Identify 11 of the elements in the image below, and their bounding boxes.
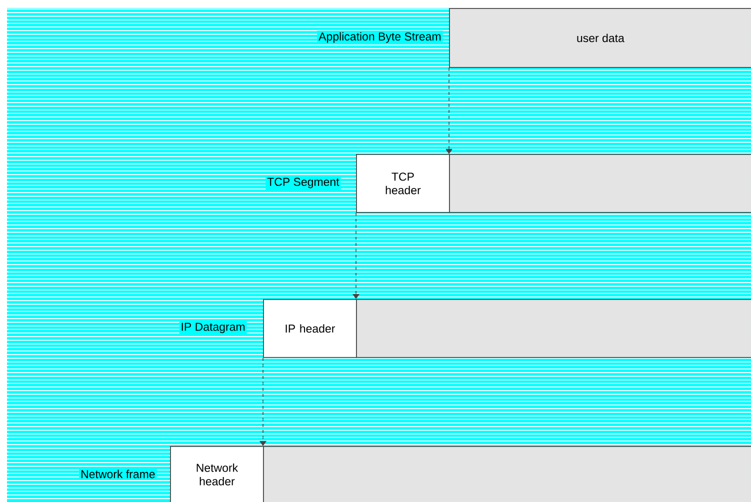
data-box: user data: [449, 8, 751, 68]
header-box: TCP header: [356, 154, 450, 213]
data-box: [356, 299, 751, 358]
header-box: Network header: [170, 446, 264, 502]
layer-label: IP Datagram: [179, 321, 247, 335]
layer-label: Network frame: [79, 468, 157, 480]
data-box: [263, 446, 751, 502]
layer-label: TCP Segment: [266, 176, 341, 190]
header-box: IP header: [263, 299, 357, 358]
data-box: [449, 154, 751, 213]
layer-label: Application Byte Stream: [317, 30, 443, 44]
